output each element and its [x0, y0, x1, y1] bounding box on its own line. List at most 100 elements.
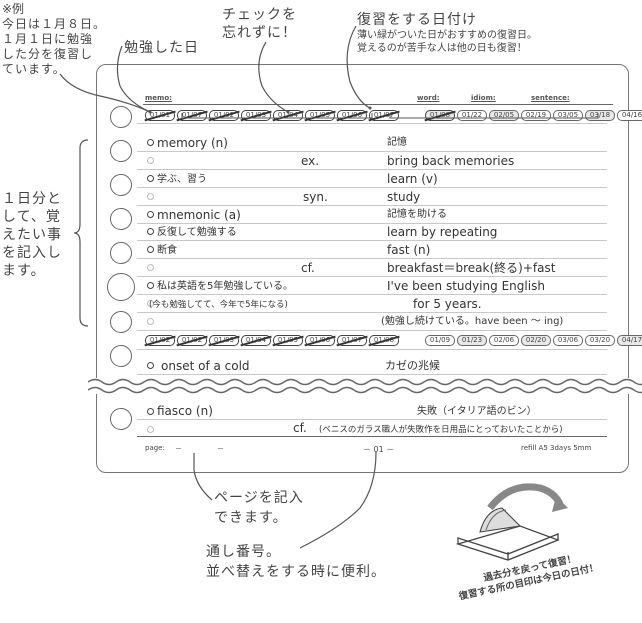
review-date-pill: 01/07 — [369, 110, 399, 121]
example-label: ※例 — [2, 2, 25, 16]
serial-number: － 01 － — [363, 445, 395, 454]
entry-left: (今も勉強してて、今年で5年になる) — [149, 300, 288, 310]
review-date-pill: 01/02 — [177, 335, 207, 346]
entry-right: breakfast＝break(終る)+fast — [387, 261, 556, 275]
review-date-pill: 03/05 — [553, 110, 583, 121]
book-icon — [455, 483, 568, 561]
bullet-icon — [147, 426, 154, 433]
rule — [137, 223, 607, 224]
review-date-pill: 01/02 — [209, 110, 239, 121]
example-line: ています。 — [2, 62, 66, 76]
bullet-icon — [147, 264, 154, 271]
daily-line: えたい事 — [2, 227, 62, 243]
daily-note: １日分と して、覚 えたい事 を記入し ます。 — [2, 190, 62, 280]
rule — [137, 187, 607, 188]
rule — [137, 205, 607, 206]
page-note-line: できます。 — [214, 510, 288, 526]
bullet-icon — [147, 228, 154, 235]
entry-right: bring back memories — [387, 154, 515, 168]
example-line: １月１日に勉強 — [2, 32, 94, 46]
entry-right: 記憶 — [387, 137, 407, 148]
check-line: 忘れずに！ — [222, 25, 297, 41]
page-label: page: — [145, 444, 165, 452]
daily-line: １日分と — [2, 191, 62, 207]
entry-right: 記憶を助ける — [387, 209, 447, 220]
page-dash: － — [175, 445, 182, 453]
brace-icon — [73, 139, 89, 327]
page-note: ページを記入 できます。 — [214, 488, 304, 528]
bullet-icon — [147, 193, 154, 200]
review-date-pill: 01/05 — [305, 110, 335, 121]
sentence-label: sentence: — [531, 94, 570, 102]
bullet-icon — [147, 318, 154, 325]
entry-left: 断食 — [157, 245, 177, 256]
review-date-pill: 02/05 — [489, 110, 519, 121]
bullet-icon — [147, 282, 154, 289]
review-date-pill: 01/01 — [145, 110, 175, 121]
review-date-pill: 01/08 — [425, 110, 455, 121]
entry-left: 私は英語を5年勉強している。 — [157, 281, 294, 292]
rule — [137, 151, 607, 152]
review-date-pill: 02/06 — [489, 335, 519, 346]
binder-hole — [110, 408, 132, 430]
memo-label: memo: — [145, 94, 172, 102]
binder-hole — [110, 140, 132, 162]
review-date-pill: 01/08 — [369, 335, 399, 346]
entry-right: learn by repeating — [387, 225, 498, 239]
review-date-pill: 01/06 — [305, 335, 335, 346]
entry-mid: cf. — [293, 421, 307, 435]
wave-divider — [88, 378, 642, 394]
page-dash: － — [217, 445, 224, 453]
entry-left: 反復して勉強する — [157, 227, 237, 238]
bullet-icon — [147, 300, 154, 307]
page-note-line: ページを記入 — [214, 490, 304, 506]
review-date-pill: 03/20 — [585, 335, 615, 346]
serial-note-line: 通し番号。 — [206, 544, 281, 560]
bullet-icon — [147, 408, 154, 415]
entry-left: onset of a cold — [161, 359, 250, 373]
review-date-pill: 03/18 — [585, 110, 615, 121]
binder-hole — [110, 106, 132, 128]
binder-hole — [110, 345, 132, 367]
entry-left: mnemonic (a) — [157, 208, 241, 222]
entry-right: カゼの兆候 — [385, 359, 440, 372]
rule — [137, 276, 607, 277]
entry-right: 失敗（イタリア語のビン） — [417, 406, 537, 417]
review-date-pill: 01/07 — [337, 335, 367, 346]
serial-note: 通し番号。 並べ替えをする時に便利。 — [206, 542, 386, 582]
studied-day-note: 勉強した日 — [124, 40, 199, 56]
review-date-pill: 02/19 — [521, 110, 551, 121]
review-date-pill: 01/06 — [337, 110, 367, 121]
daily-line: して、覚 — [2, 209, 61, 225]
rule — [137, 123, 607, 124]
review-title: 復習をする日付け — [357, 12, 477, 28]
review-date-pill: 01/07 — [177, 110, 207, 121]
check-line: チェックを — [222, 7, 297, 23]
binder-hole — [110, 208, 132, 230]
entry-left: memory (n) — [157, 136, 228, 150]
binder-hole — [110, 174, 132, 196]
idiom-label: idiom: — [471, 94, 496, 102]
rule — [137, 330, 607, 331]
rule — [137, 294, 607, 295]
review-date-pill: 01/23 — [457, 335, 487, 346]
bullet-icon — [147, 139, 154, 146]
entry-mid: cf. — [301, 261, 315, 275]
entry-right: (勉強し続けている。have been ～ ing) — [381, 316, 564, 327]
rule — [137, 312, 607, 313]
review-date-pill: 01/22 — [457, 110, 487, 121]
rule — [137, 436, 607, 437]
binder-hole — [107, 273, 135, 301]
check-note: チェックを 忘れずに！ — [222, 6, 297, 42]
entry-mid: ex. — [301, 154, 320, 168]
header-rule — [143, 104, 613, 105]
rule — [137, 349, 607, 350]
review-date-pill: 01/04 — [273, 110, 303, 121]
entry-right: study — [387, 190, 421, 204]
binder-hole — [110, 242, 132, 264]
entry-left: 学ぶ、習う — [157, 174, 207, 185]
entry-right: I've been studying English — [387, 279, 545, 293]
serial-note-line: 並べ替えをする時に便利。 — [206, 564, 386, 580]
entry-right: fast (n) — [387, 243, 431, 257]
entry-right: learn (v) — [387, 172, 438, 186]
